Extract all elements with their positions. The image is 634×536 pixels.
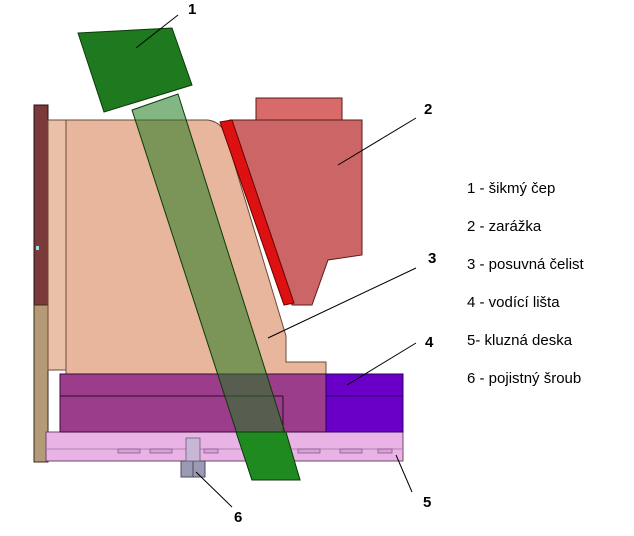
legend-item-stop: 2 - zarážka: [467, 218, 542, 235]
slide-plate: [45, 431, 404, 462]
callout-4: 4: [425, 334, 434, 351]
frame-upper: [33, 104, 49, 306]
legend-item-screw: 6 - pojistný šroub: [467, 370, 582, 387]
legend-item-guide: 4 - vodící lišta: [467, 294, 560, 311]
pin-head: [77, 27, 193, 113]
pin-shaft-lower: [235, 431, 301, 481]
legend: 1 - šikmý čep 2 - zarážka 3 - posuvná če…: [467, 178, 584, 406]
leader-6: [195, 471, 233, 508]
legend-item-jaw: 3 - posuvná čelist: [467, 256, 584, 273]
stop-top: [255, 97, 343, 123]
legend-item-pin: 1 - šikmý čep: [467, 180, 556, 197]
slide-plate-teeth: [117, 448, 393, 454]
leader-5: [395, 454, 413, 493]
frame-lower: [33, 304, 49, 463]
callout-2: 2: [424, 101, 433, 118]
stop-body: [229, 119, 363, 306]
callout-3: 3: [428, 250, 437, 267]
frame-marker: [36, 246, 39, 250]
legend-item-slide-plate: 5- kluzná deska: [467, 332, 573, 349]
leader-3: [267, 267, 417, 339]
guide-rail-overlap: [59, 373, 327, 433]
leader-lines: [135, 14, 417, 508]
leader-2: [337, 117, 417, 166]
guide-rail: [325, 373, 404, 433]
leader-4: [346, 342, 417, 386]
callout-5: 5: [423, 494, 432, 511]
stop-strip: [219, 119, 295, 306]
leader-1: [135, 14, 179, 49]
jaw-left-block: [47, 119, 67, 371]
screw-shank: [185, 437, 201, 462]
callout-1: 1: [188, 1, 197, 18]
callout-6: 6: [234, 509, 243, 526]
